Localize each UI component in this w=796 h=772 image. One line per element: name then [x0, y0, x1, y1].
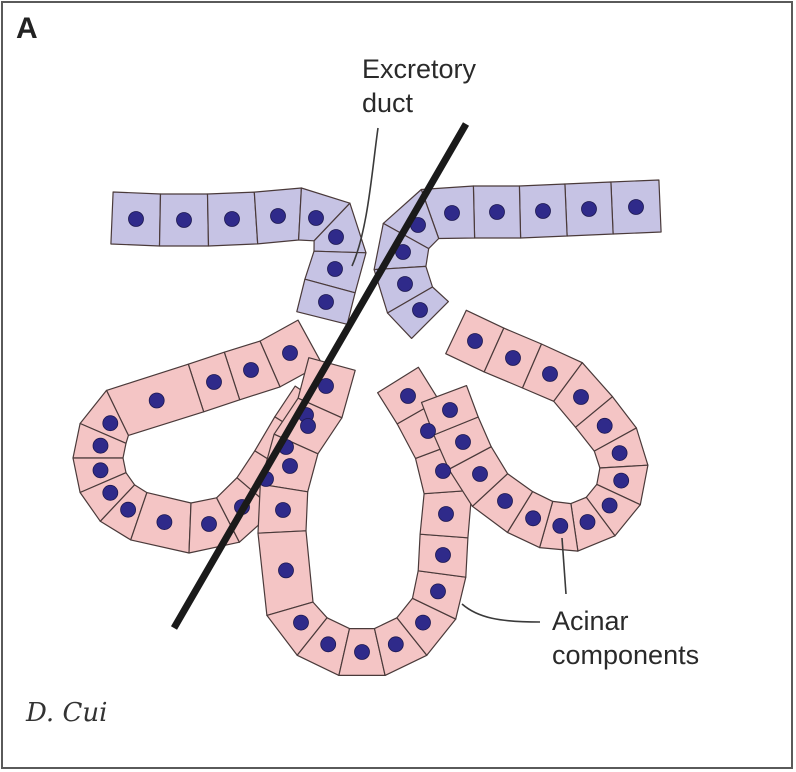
acinus-center-nucleus: [318, 378, 334, 394]
acinus-center-nucleus: [320, 636, 337, 653]
panel-label: A: [16, 12, 38, 45]
duct-left-nucleus: [270, 208, 286, 224]
duct-right-nucleus: [535, 203, 551, 219]
section-cut-line: [170, 122, 470, 630]
acinus-right-nucleus: [467, 333, 483, 349]
author-signature: D. Cui: [26, 698, 108, 728]
acinus-center-nucleus: [420, 423, 436, 439]
acinus-left-nucleus: [206, 374, 222, 390]
duct-left-nucleus: [318, 294, 334, 310]
acinus-right-nucleus: [601, 497, 618, 514]
acinar-components-label-line-1: Acinar: [552, 606, 629, 636]
duct-right-nucleus: [397, 276, 413, 292]
acinar-leader-line-right: [561, 537, 567, 595]
acinus-left-nucleus: [102, 484, 119, 501]
acinus-center-nucleus: [435, 547, 451, 563]
duct-left-nucleus: [176, 212, 192, 228]
nucleus-layer: [92, 199, 644, 660]
duct-left-nucleus: [308, 210, 324, 226]
acinus-right-nucleus: [542, 366, 558, 382]
acinus-center-nucleus: [430, 583, 446, 600]
acinus-right-nucleus: [525, 510, 541, 527]
acinus-right-nucleus: [497, 493, 513, 509]
acinus-left-nucleus: [282, 345, 298, 361]
duct-right-nucleus: [489, 204, 505, 220]
excretory-duct-label-line-2: duct: [362, 88, 414, 118]
acinar-components-label: Acinar components: [552, 604, 699, 672]
acinar-components-label-line-2: components: [552, 640, 700, 670]
acinus-left-nucleus: [92, 462, 109, 479]
acinus-center-nucleus: [278, 562, 294, 579]
acinus-right-nucleus: [472, 466, 488, 482]
excretory-duct-label: Excretory duct: [362, 52, 476, 120]
acinus-right-nucleus: [552, 518, 569, 534]
acinus-right-nucleus: [579, 514, 596, 530]
acinus-left-nucleus: [120, 501, 137, 518]
acinus-right-nucleus: [611, 445, 628, 462]
duct-left-nucleus: [327, 261, 343, 277]
excretory-duct-label-line-1: Excretory: [362, 54, 477, 84]
duct-leader-line: [351, 127, 379, 267]
acinus-center-nucleus: [275, 502, 291, 518]
acinus-left-nucleus: [148, 392, 165, 409]
duct-right-nucleus: [628, 199, 644, 215]
acinus-left-nucleus: [156, 514, 173, 530]
duct-left-nucleus: [224, 211, 240, 227]
acinus-center-nucleus: [435, 463, 451, 479]
acinus-center-nucleus: [387, 636, 404, 653]
acinus-left-nucleus: [102, 415, 119, 432]
duct-right-nucleus: [581, 201, 597, 217]
acinus-right-nucleus: [613, 472, 630, 489]
acinus-center-nucleus: [354, 644, 370, 660]
duct-right-nucleus: [444, 205, 460, 221]
acinus-center-nucleus: [282, 458, 298, 474]
duct-right-nucleus: [412, 302, 428, 318]
acinus-center-nucleus: [293, 614, 309, 631]
acinus-center-nucleus: [415, 614, 431, 631]
acinus-left-nucleus: [92, 437, 109, 454]
acinus-right-nucleus: [505, 350, 521, 366]
acinus-right-nucleus: [455, 434, 471, 450]
acinus-right-nucleus: [573, 389, 589, 405]
acinus-right-nucleus: [442, 402, 458, 418]
acinus-right-nucleus: [596, 417, 613, 434]
acinus-center-nucleus: [300, 418, 316, 434]
duct-left-nucleus: [128, 211, 144, 227]
acinus-left-nucleus: [201, 516, 217, 532]
acinus-center-nucleus: [438, 506, 454, 522]
duct-left-nucleus: [328, 229, 344, 245]
acinar-leader-line-left: [461, 603, 541, 623]
cell-layer: [72, 179, 662, 676]
acinus-center-nucleus: [400, 388, 416, 404]
acinus-left-nucleus: [243, 362, 259, 378]
